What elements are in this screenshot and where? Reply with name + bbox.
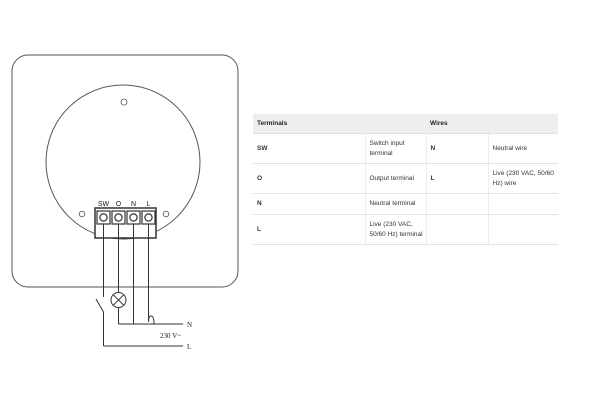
wire-description-cell [487,193,558,215]
table-row: SW Switch input terminal N Neutral wire [253,133,558,164]
device-body [11,54,239,288]
right-screw-hole [162,210,170,218]
table-row: N Neutral terminal [253,193,558,215]
wire-cell: L [425,163,488,194]
header-blank-2 [488,114,558,134]
wire-cell [425,214,488,245]
header-terminals: Terminals [253,114,365,134]
terminal-cell: SW [253,133,365,164]
table-row: L Live (230 VAC, 50/60 Hz) terminal [253,214,558,245]
terminal-description-cell: Switch input terminal [364,133,426,164]
terminal-description-cell: Output terminal [364,163,426,194]
terminal-cell: L [253,214,365,245]
terminal-cell: O [253,163,365,194]
table-row: O Output terminal L Live (230 VAC, 50/60… [253,163,558,194]
terminal-screws [96,210,156,225]
wiring-table: Terminals Wires SW Switch input terminal… [253,114,558,245]
header-wires: Wires [426,114,488,134]
live-wire-label: L [187,343,191,351]
voltage-label: 230 V~ [160,332,181,340]
wire-description-cell: Live (230 VAC, 50/60 Hz) wire [487,163,558,194]
device-disc [45,84,201,240]
lamp-icon [110,292,127,308]
terminal-description-cell: Live (230 VAC, 50/60 Hz) terminal [364,214,426,245]
wiring-lines [95,224,183,347]
wire-description-cell: Neutral wire [487,133,558,164]
wire-description-cell [487,214,558,245]
header-blank-1 [365,114,426,134]
wire-cell: N [425,133,488,164]
terminal-description-cell: Neutral terminal [364,193,426,215]
terminal-label-n: N [131,201,136,208]
table-header-row: Terminals Wires [253,114,558,134]
terminal-cell: N [253,193,365,215]
terminal-label-sw: SW [98,201,110,208]
terminal-label-o: O [116,201,122,208]
terminal-label-l: L [147,201,151,208]
top-screw-hole [120,98,128,106]
neutral-wire-label: N [187,321,192,329]
left-screw-hole [78,210,86,218]
wire-cell [425,193,488,215]
